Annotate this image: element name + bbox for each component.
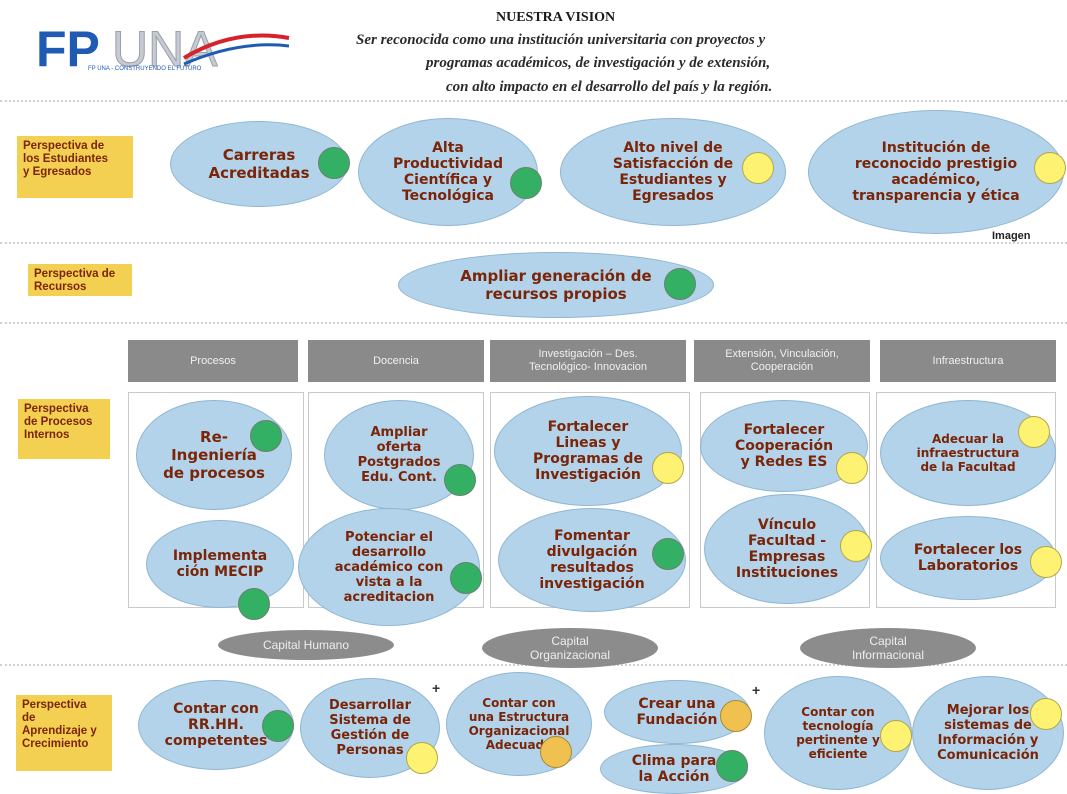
status-indicator-green: [652, 538, 684, 570]
objective-estructura-organizacional: Contar con una Estructura Organizacional…: [446, 672, 592, 776]
capital-organizacional: Capital Organizacional: [482, 628, 658, 668]
column-header-docencia: Docencia: [308, 340, 484, 382]
status-indicator-yellow: [880, 720, 912, 752]
status-indicator-yellow: [406, 742, 438, 774]
perspective-processes: Perspectiva de Procesos Internos: [18, 399, 110, 459]
status-indicator-orange: [720, 700, 752, 732]
vision-line-2: programas académicos, de investigación y…: [426, 55, 771, 71]
status-indicator-green: [510, 167, 542, 199]
objective-recursos-propios: Ampliar generación de recursos propios: [398, 252, 714, 318]
plus-mark: +: [432, 680, 441, 696]
status-indicator-green: [664, 268, 696, 300]
capital-humano: Capital Humano: [218, 630, 394, 660]
vision-title: NUESTRA VISION: [496, 10, 616, 25]
vision-line-1: Ser reconocida como una institución univ…: [356, 32, 766, 48]
status-indicator-green: [444, 464, 476, 496]
column-header-investigacion: Investigación – Des. Tecnológico- Innova…: [490, 340, 686, 382]
objective-mecip: Implementa ción MECIP: [146, 520, 294, 608]
status-indicator-green: [250, 420, 282, 452]
column-header-procesos: Procesos: [128, 340, 298, 382]
perspective-students: Perspectiva de los Estudiantes y Egresad…: [17, 136, 133, 198]
logo-graphic: FP UNA: [36, 21, 290, 78]
objective-potenciar-desarrollo: Potenciar el desarrollo académico con vi…: [298, 508, 480, 626]
status-indicator-yellow: [1034, 152, 1066, 184]
status-indicator-green: [262, 710, 294, 742]
status-indicator-yellow: [836, 452, 868, 484]
status-indicator-yellow: [1018, 416, 1050, 448]
status-indicator-yellow: [840, 530, 872, 562]
perspective-resources: Perspectiva de Recursos: [28, 264, 132, 296]
separator-2: [0, 242, 1067, 244]
imagen-label: Imagen: [992, 230, 1031, 242]
status-indicator-yellow: [1030, 698, 1062, 730]
capital-informacional: Capital Informacional: [800, 628, 976, 668]
column-box-extension: [700, 392, 870, 608]
status-indicator-yellow: [652, 452, 684, 484]
objective-lineas-investigacion: Fortalecer Lineas y Programas de Investi…: [494, 396, 682, 506]
column-box-infraestructura: [876, 392, 1056, 608]
status-indicator-green: [450, 562, 482, 594]
status-indicator-green: [318, 147, 350, 179]
status-indicator-green: [238, 588, 270, 620]
objective-reingenieria: Re- Ingeniería de procesos: [136, 400, 292, 510]
status-indicator-orange: [540, 736, 572, 768]
perspective-learning: Perspectiva de Aprendizaje y Crecimiento: [16, 695, 112, 771]
logo-tagline: FP UNA - CONSTRUYENDO EL FUTURO: [88, 66, 202, 72]
objective-laboratorios: Fortalecer los Laboratorios: [880, 516, 1056, 600]
column-header-extension: Extensión, Vinculación, Cooperación: [694, 340, 870, 382]
objective-prestigio: Institución de reconocido prestigio acad…: [808, 110, 1064, 234]
status-indicator-yellow: [1030, 546, 1062, 578]
separator-1: [0, 100, 1067, 102]
column-header-infraestructura: Infraestructura: [880, 340, 1056, 382]
svg-text:FP: FP: [36, 21, 100, 77]
vision-line-3: con alto impacto en el desarrollo del pa…: [446, 79, 773, 95]
status-indicator-green: [716, 750, 748, 782]
status-indicator-yellow: [742, 152, 774, 184]
objective-sistemas-informacion: Mejorar los sistemas de Información y Co…: [912, 676, 1064, 790]
objective-divulgacion: Fomentar divulgación resultados investig…: [498, 508, 686, 612]
objective-alta-productividad: Alta Productividad Científica y Tecnológ…: [358, 118, 538, 226]
separator-3: [0, 322, 1067, 324]
logo: FP UNA: [34, 18, 294, 80]
plus-mark: +: [752, 682, 761, 698]
